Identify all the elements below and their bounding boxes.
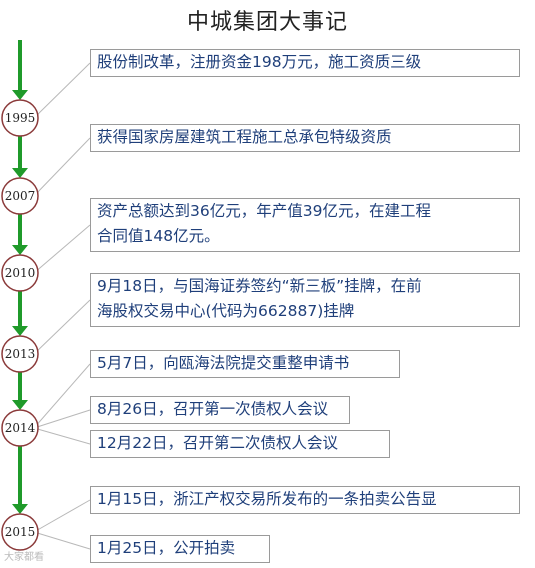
year-label: 2015 (5, 525, 36, 539)
year-circle (1, 513, 39, 551)
connector-line (33, 299, 91, 355)
event-2015-auction: 1月25日，公开拍卖 (90, 535, 270, 563)
event-2015-auction-notice: 1月15日，浙江产权交易所发布的一条拍卖公告显 (90, 486, 520, 514)
connector-line (33, 531, 91, 550)
year-circle (1, 177, 39, 215)
year-circle (1, 99, 39, 137)
connector-line (33, 62, 91, 119)
connector-line (33, 137, 91, 197)
year-label: 2007 (5, 189, 36, 203)
event-line: 合同值148亿元。 (97, 227, 220, 245)
event-2007-qualification: 获得国家房屋建筑工程施工总承包特级资质 (90, 124, 520, 152)
event-line: 8月26日，召开第一次债权人会议 (97, 400, 329, 418)
year-label: 2013 (5, 347, 36, 361)
connector-line (33, 409, 91, 429)
year-circle (1, 254, 39, 292)
timeline-arrowhead (12, 245, 28, 255)
event-line: 5月7日，向瓯海法院提交重整申请书 (97, 354, 350, 372)
event-2014-second-meeting: 12月22日，召开第二次债权人会议 (90, 430, 390, 458)
connector-line (33, 427, 91, 445)
timeline-arrowhead (12, 168, 28, 178)
event-line: 12月22日，召开第二次债权人会议 (97, 434, 338, 452)
year-circle (1, 409, 39, 447)
event-line: 资产总额达到36亿元，年产值39亿元，在建工程 (97, 202, 431, 220)
timeline-arrowhead (12, 90, 28, 100)
event-line: 股份制改革，注册资金198万元，施工资质三级 (97, 53, 422, 71)
event-line: 获得国家房屋建筑工程施工总承包特级资质 (97, 128, 392, 146)
year-label: 1995 (5, 111, 36, 125)
timeline-arrowhead (12, 326, 28, 336)
timeline-arrowhead (12, 400, 28, 410)
connector-line (33, 363, 91, 429)
event-line: 9月18日，与国海证券签约“新三板”挂牌，在前 (97, 277, 422, 295)
event-line: 1月15日，浙江产权交易所发布的一条拍卖公告显 (97, 490, 437, 508)
event-2014-reorganization: 5月7日，向瓯海法院提交重整申请书 (90, 350, 400, 378)
year-circle (1, 335, 39, 373)
timeline-arrowhead (12, 504, 28, 514)
event-2010-assets: 资产总额达到36亿元，年产值39亿元，在建工程 合同值148亿元。 (90, 198, 520, 252)
connector-line (33, 224, 91, 274)
year-label: 2010 (5, 266, 36, 280)
year-label: 2014 (5, 421, 36, 435)
event-line: 1月25日，公开拍卖 (97, 539, 236, 557)
connector-line (33, 499, 91, 533)
event-2014-first-meeting: 8月26日，召开第一次债权人会议 (90, 396, 350, 424)
event-1995-reform: 股份制改革，注册资金198万元，施工资质三级 (90, 49, 520, 77)
page-title: 中城集团大事记 (186, 10, 348, 35)
event-2013-listing: 9月18日，与国海证券签约“新三板”挂牌，在前 海股权交易中心(代码为66288… (90, 273, 520, 327)
watermark: 大家都看 (4, 552, 44, 563)
event-line: 海股权交易中心(代码为662887)挂牌 (97, 302, 355, 320)
